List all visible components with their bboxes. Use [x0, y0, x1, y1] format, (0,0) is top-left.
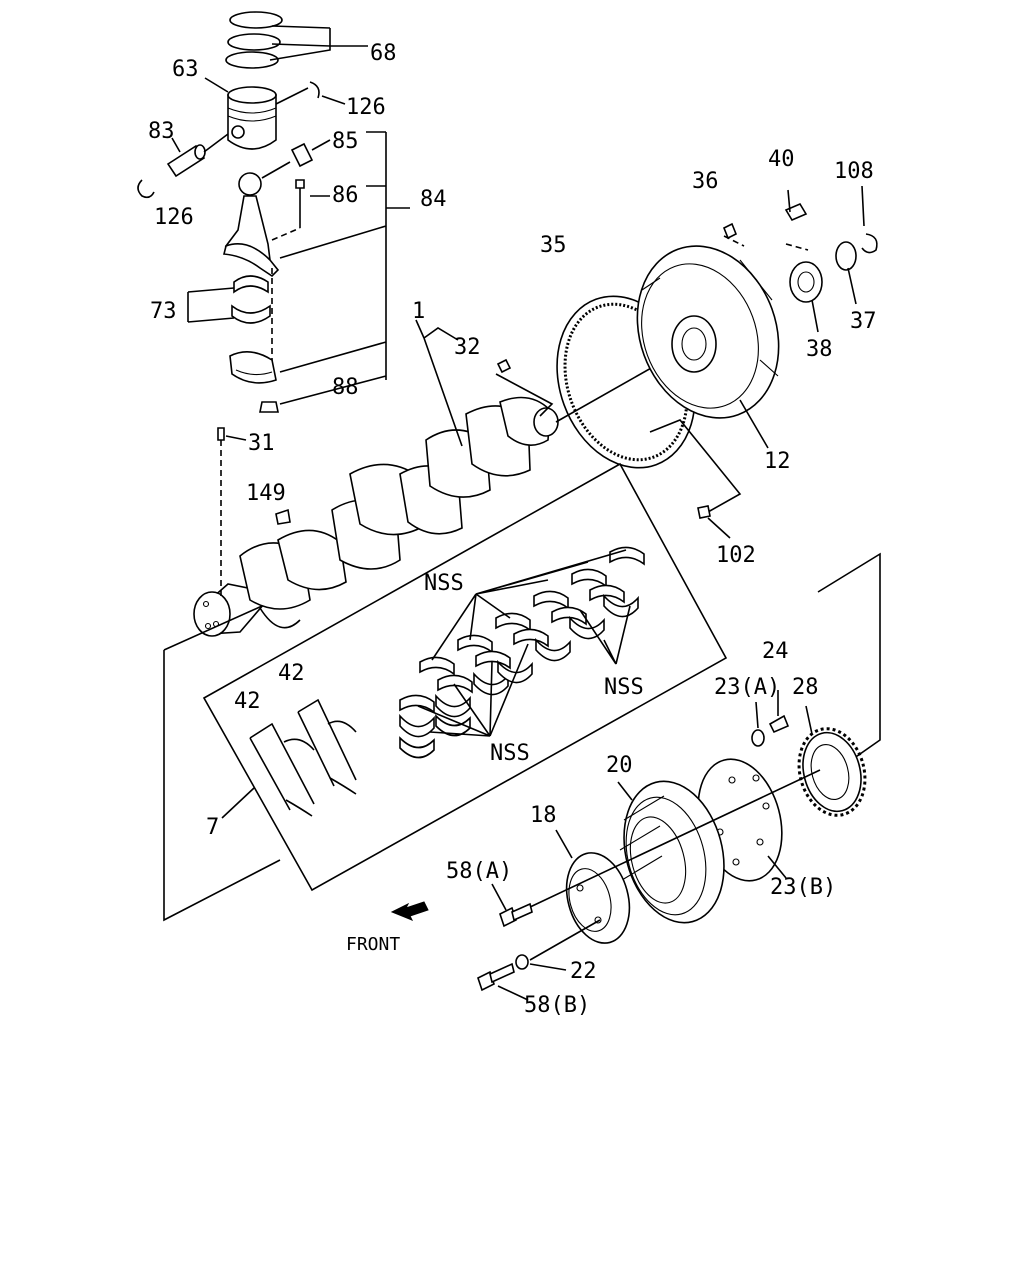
rod-bolt [295, 179, 305, 228]
rod-cap [229, 351, 277, 384]
bolt-58a [499, 902, 533, 928]
label-126-top: 126 [346, 95, 386, 120]
main-bearings [399, 546, 645, 759]
damper-pulley-20 [619, 780, 725, 924]
label-38: 38 [806, 337, 833, 362]
piston-pin [166, 144, 206, 178]
label-37: 37 [850, 309, 877, 334]
label-85: 85 [332, 129, 359, 154]
rod-nut [259, 401, 279, 413]
washer-37 [835, 241, 857, 271]
bolt-58b [477, 962, 515, 992]
bolt-24 [768, 714, 790, 734]
thrust-washers [283, 720, 357, 817]
label-20: 20 [606, 753, 633, 778]
label-84: 84 [420, 187, 447, 212]
bolt-102 [697, 505, 711, 519]
label-nss-bottom: NSS [490, 741, 530, 766]
label-42-left: 42 [234, 689, 261, 714]
label-83: 83 [148, 119, 175, 144]
label-1: 1 [412, 299, 425, 324]
connecting-rod [222, 172, 280, 278]
label-58b: 58(B) [524, 993, 590, 1018]
washer-22 [515, 954, 529, 970]
crank-dowel-32 [496, 358, 512, 374]
crank-dowel-31 [217, 427, 225, 600]
crank-gear [797, 727, 867, 817]
label-73: 73 [150, 299, 177, 324]
label-68: 68 [370, 41, 397, 66]
label-86: 86 [332, 183, 359, 208]
label-126-left: 126 [154, 205, 194, 230]
label-88: 88 [332, 375, 359, 400]
label-12: 12 [764, 449, 791, 474]
front-arrow-icon [390, 901, 429, 921]
label-35: 35 [540, 233, 567, 258]
flywheel [636, 245, 780, 419]
washer-23a [751, 729, 765, 747]
piston [227, 86, 277, 150]
pin-bushing [290, 142, 314, 168]
label-18: 18 [530, 803, 557, 828]
label-42-right: 42 [278, 661, 305, 686]
label-32: 32 [454, 335, 481, 360]
label-22: 22 [570, 959, 597, 984]
label-nss-top: NSS [424, 571, 464, 596]
pulley-hub-18 [565, 852, 631, 944]
crankshaft [193, 396, 559, 637]
label-24: 24 [762, 639, 789, 664]
flywheel-bolt-40 [784, 189, 808, 222]
label-23b: 23(B) [770, 875, 836, 900]
label-102: 102 [716, 543, 756, 568]
label-149: 149 [246, 481, 286, 506]
label-40: 40 [768, 147, 795, 172]
label-36: 36 [692, 169, 719, 194]
bearing-38 [789, 261, 823, 303]
label-58a: 58(A) [446, 859, 512, 884]
label-23a: 23(A) [714, 675, 780, 700]
plug-149 [275, 508, 291, 525]
flywheel-dowel-36 [722, 222, 738, 240]
front-label: FRONT [346, 934, 400, 955]
label-63: 63 [172, 57, 199, 82]
label-108: 108 [834, 159, 874, 184]
connecting-rod-bearings [231, 275, 271, 324]
label-31: 31 [248, 431, 275, 456]
snap-ring-108 [861, 233, 878, 254]
label-nss-right: NSS [604, 675, 644, 700]
label-28: 28 [792, 675, 819, 700]
label-7: 7 [206, 815, 219, 840]
piston-rings [225, 11, 283, 69]
